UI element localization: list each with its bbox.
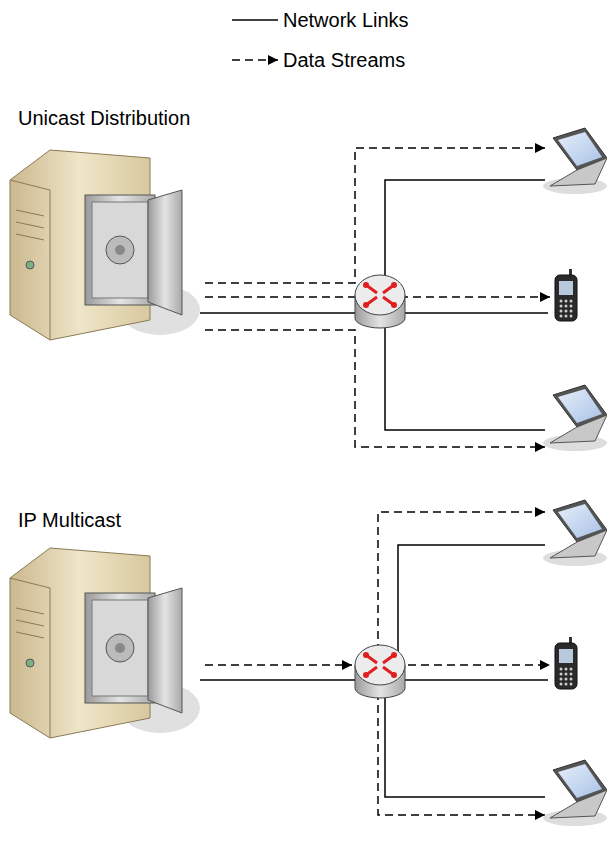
server-icon bbox=[10, 548, 200, 738]
router-icon bbox=[355, 645, 405, 698]
laptop-icon bbox=[543, 385, 607, 451]
data-stream bbox=[408, 664, 550, 666]
legend-text: Network Links bbox=[283, 8, 409, 32]
data-stream bbox=[205, 330, 545, 447]
data-stream bbox=[205, 148, 545, 283]
section-heading: Unicast Distribution bbox=[18, 106, 190, 130]
network-link bbox=[385, 690, 545, 797]
laptop-icon bbox=[543, 500, 607, 566]
laptop-icon bbox=[543, 760, 607, 826]
router-icon bbox=[355, 275, 405, 328]
network-link bbox=[200, 312, 360, 314]
data-stream bbox=[378, 692, 545, 815]
section-heading: IP Multicast bbox=[18, 508, 121, 532]
network-link bbox=[398, 545, 545, 670]
data-stream bbox=[205, 664, 352, 666]
network-link bbox=[385, 180, 545, 300]
legend-line-sample bbox=[232, 19, 278, 21]
network-link bbox=[200, 679, 360, 681]
legend-dash-sample bbox=[232, 59, 278, 61]
phone-icon bbox=[555, 269, 577, 321]
network-link bbox=[385, 320, 545, 430]
phone-icon bbox=[555, 637, 577, 689]
legend-text: Data Streams bbox=[283, 48, 405, 72]
network-link bbox=[405, 679, 548, 681]
network-link bbox=[400, 312, 548, 314]
laptop-icon bbox=[543, 128, 607, 194]
data-stream bbox=[378, 512, 545, 652]
server-icon bbox=[10, 150, 200, 340]
